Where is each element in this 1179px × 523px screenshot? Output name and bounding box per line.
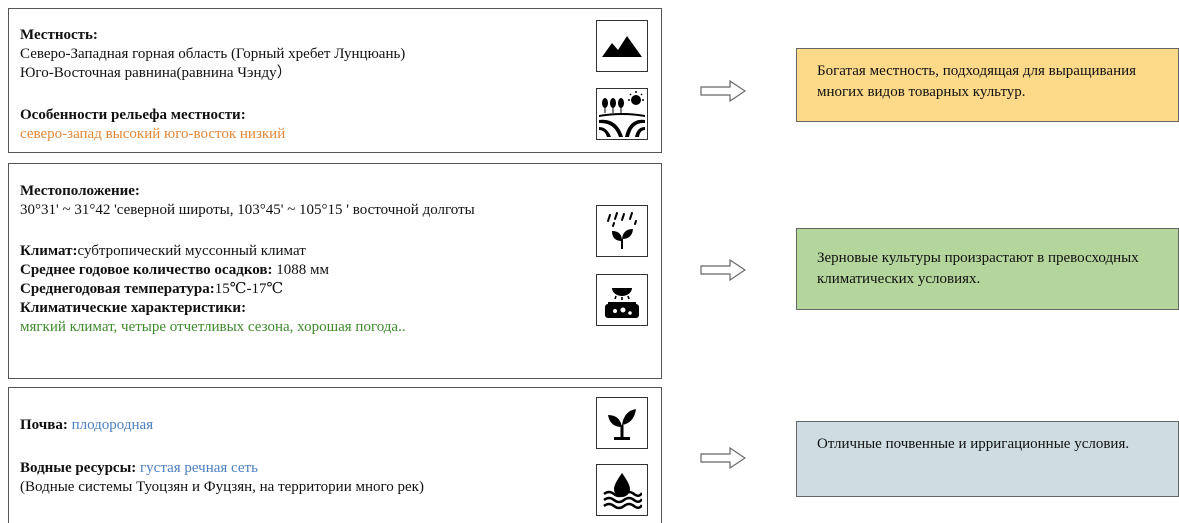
relief-label: Особенности рельефа местности:: [20, 107, 246, 123]
water-drop-icon: [596, 464, 648, 516]
sun-soil-icon: [596, 274, 648, 326]
arrow-right-icon: [700, 259, 746, 281]
conclusion-box-climate: Зерновые культуры произрастают в превосх…: [796, 228, 1179, 310]
soil-label: Почва:: [20, 417, 68, 433]
farmland-sun-icon: [596, 88, 648, 140]
terrain-line2: Юго-Восточная равнина(равнина Чэнду）: [20, 65, 292, 81]
climate-panel: Местоположение: 30°31' ~ 31°42 'северной…: [8, 163, 662, 379]
soil-text: Почва: плодородная: [20, 416, 153, 435]
water-note: (Водные системы Туоцзян и Фуцзян, на тер…: [20, 479, 424, 495]
soil-value: плодородная: [67, 417, 154, 433]
location-text: Местоположение: 30°31' ~ 31°42 'северной…: [20, 182, 475, 220]
precip-label: Среднее годовое количество осадков:: [20, 262, 273, 278]
water-label: Водные ресурсы:: [20, 460, 137, 476]
water-text: Водные ресурсы: густая речная сеть (Водн…: [20, 459, 424, 497]
mountain-icon: [596, 20, 648, 72]
location-value: 30°31' ~ 31°42 'северной широты, 103°45'…: [20, 202, 475, 218]
arrow-right-icon: [700, 447, 746, 469]
relief-text: Особенности рельефа местности: северо-за…: [20, 106, 285, 144]
precip-value: 1088 мм: [272, 262, 330, 278]
location-label: Местоположение:: [20, 183, 140, 199]
temp-value: 15℃-17℃: [214, 281, 284, 297]
terrain-label: Местность:: [20, 27, 98, 43]
relief-value: северо-запад высокий юго-восток низкий: [20, 126, 286, 142]
rain-plant-icon: [596, 205, 648, 257]
climate-value: субтропический муссонный климат: [77, 243, 306, 259]
terrain-line1: Северо-Западная горная область (Горный х…: [20, 46, 406, 62]
climate-text: Климат:субтропический муссонный климат С…: [20, 242, 406, 337]
conclusion-box-terrain: Богатая местность, подходящая для выращи…: [796, 48, 1179, 122]
temp-label: Среднегодовая температура:: [20, 281, 215, 297]
features-label: Климатические характеристики:: [20, 300, 247, 316]
arrow-right-icon: [700, 80, 746, 102]
sprout-icon: [596, 397, 648, 449]
terrain-text: Местность: Северо-Западная горная област…: [20, 26, 405, 83]
climate-label: Климат:: [20, 243, 78, 259]
conclusion-box-soil: Отличные почвенные и ирригационные услов…: [796, 421, 1179, 497]
soil-panel: Почва: плодородная Водные ресурсы: густа…: [8, 387, 662, 523]
terrain-panel: Местность: Северо-Западная горная област…: [8, 8, 662, 153]
water-value: густая речная сеть: [136, 460, 258, 476]
features-value: мягкий климат, четыре отчетливых сезона,…: [20, 319, 406, 335]
